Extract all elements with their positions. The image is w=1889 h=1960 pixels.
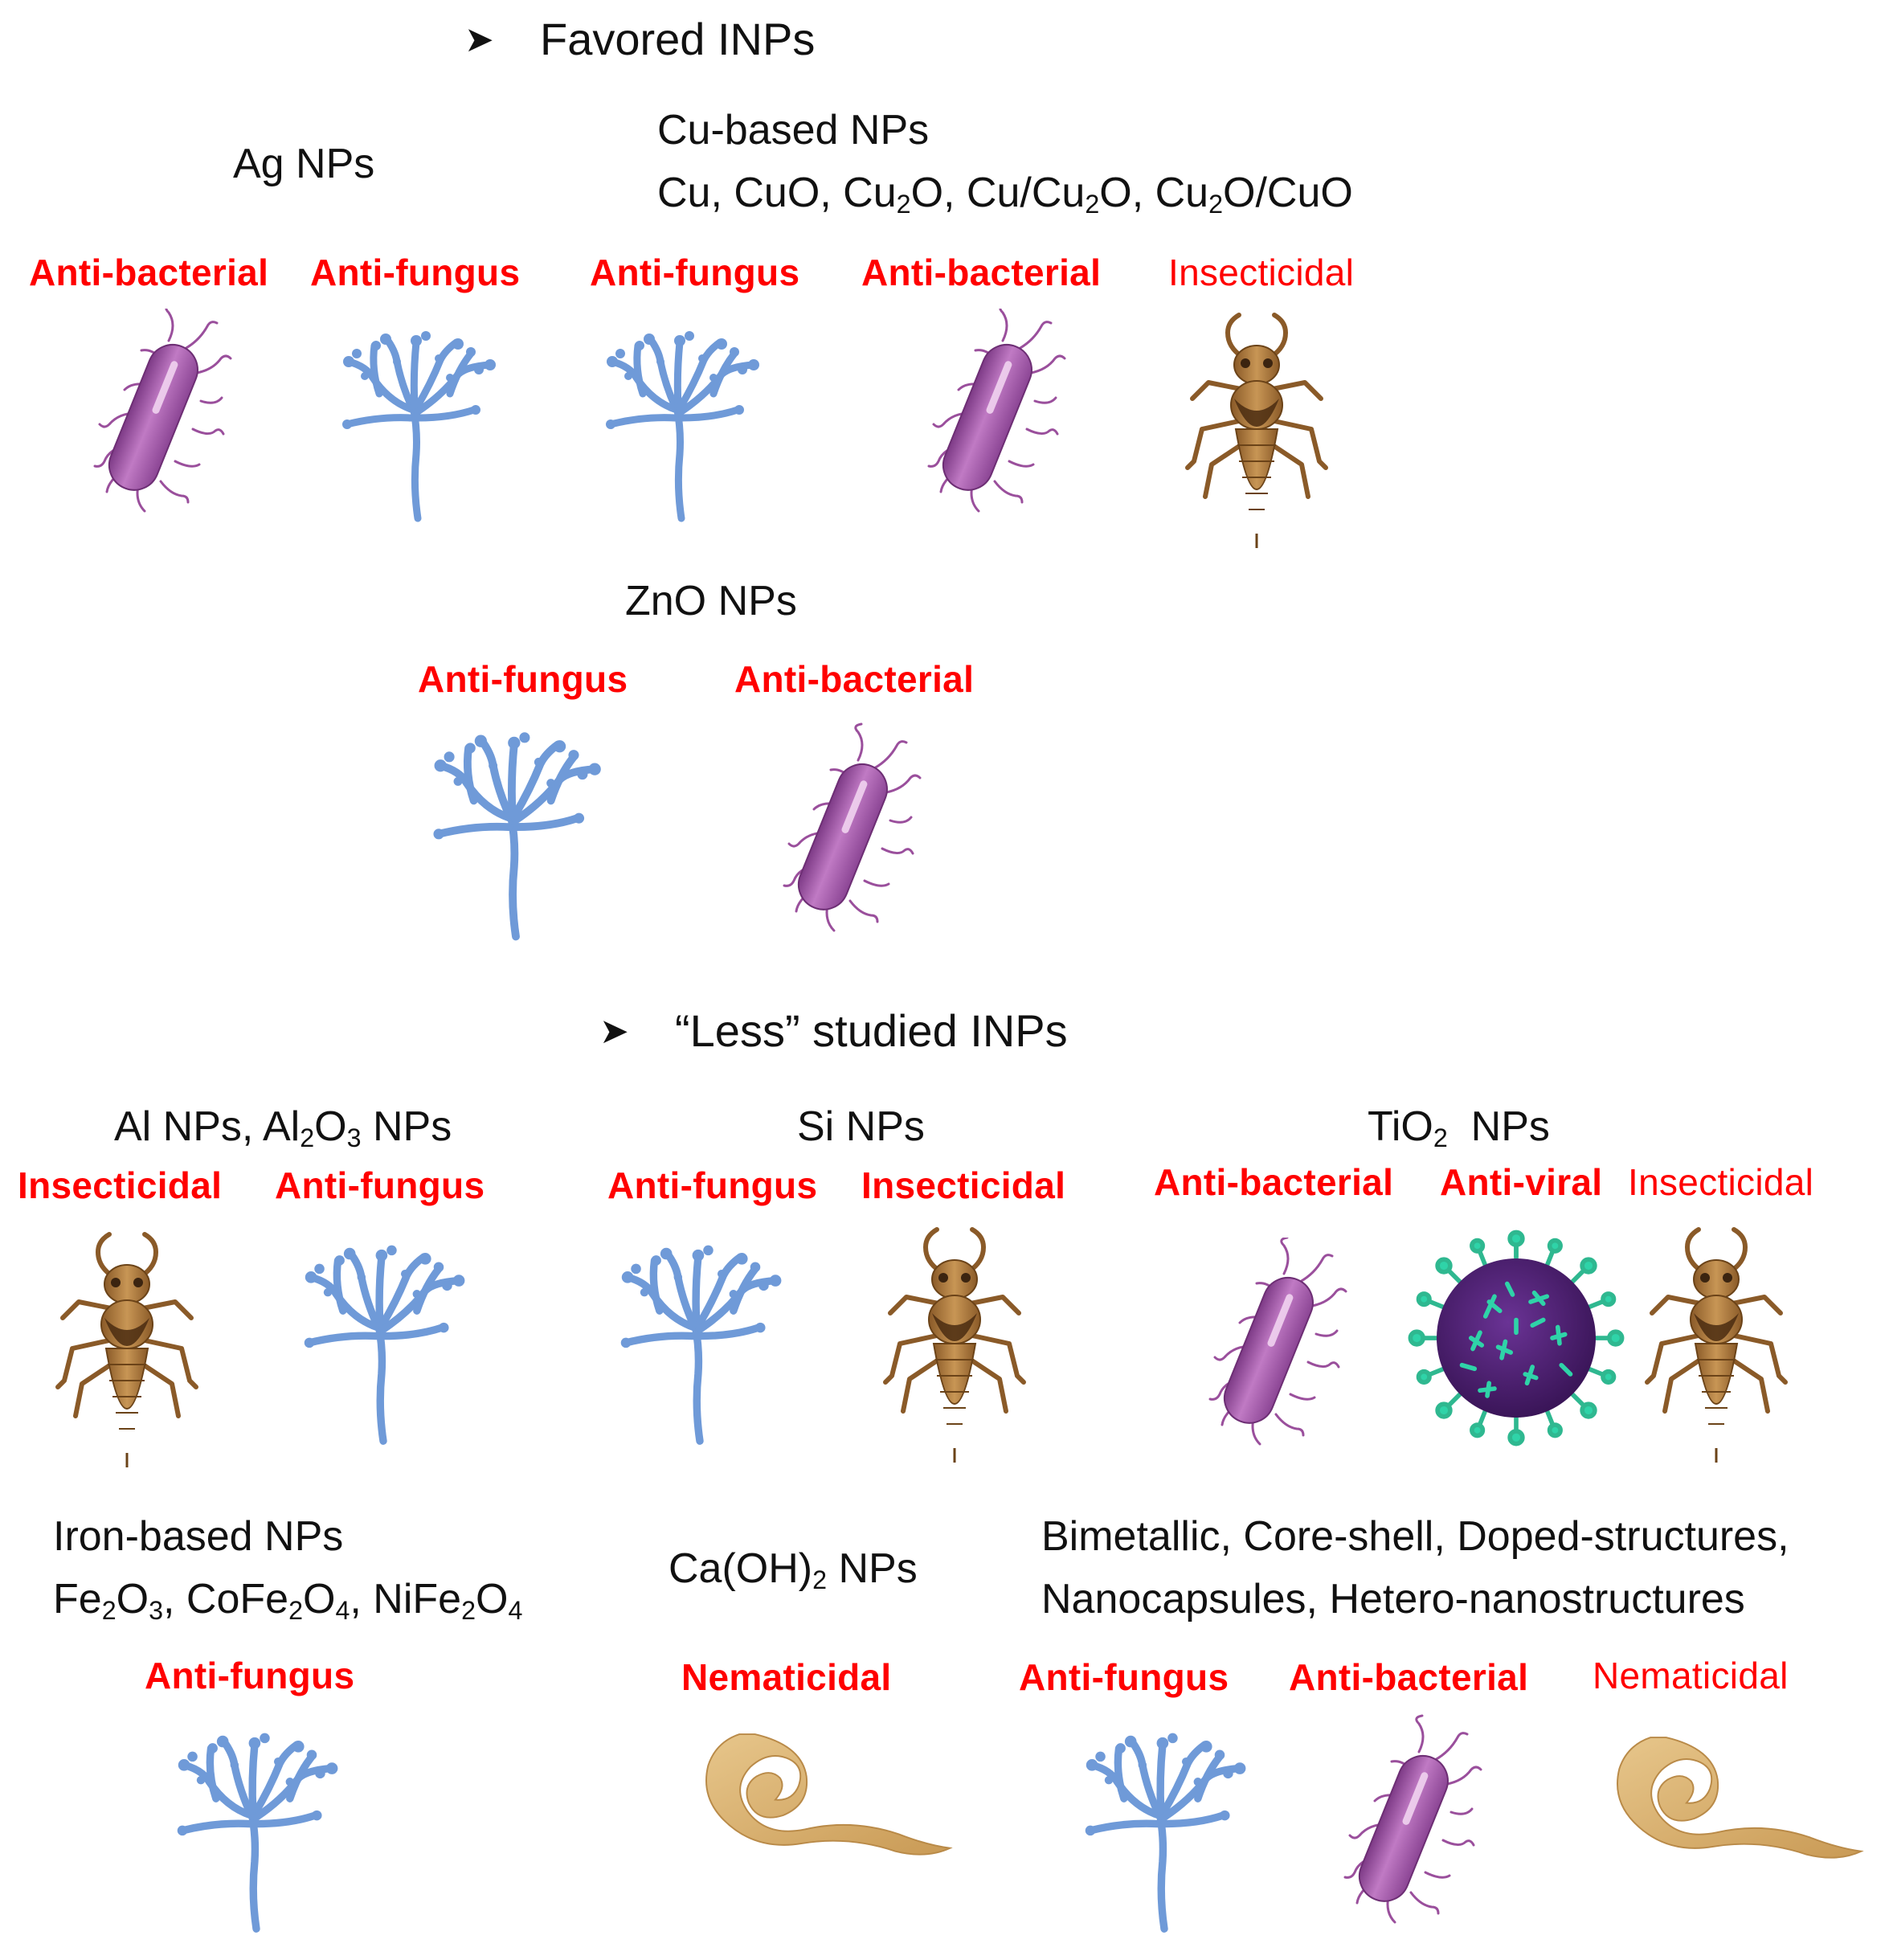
heading-less-text: “Less” studied INPs [675, 1005, 1068, 1056]
insect-icon [47, 1220, 207, 1477]
tio2-nps-title: TiO2 NPs [1368, 1103, 1550, 1153]
insect-icon [1636, 1215, 1797, 1472]
cu-label-insecticidal: Insecticidal [1168, 252, 1355, 293]
heading-favored: ➤ Favored INPs [464, 13, 815, 65]
insect-icon [1176, 301, 1337, 558]
fungus-icon [291, 1236, 476, 1453]
nematode-icon [693, 1717, 958, 1861]
si-label-antifungus: Anti-fungus [607, 1164, 818, 1206]
zno-nps-title: ZnO NPs [625, 578, 797, 624]
bacterium-icon [906, 309, 1067, 518]
tio2-label-insecticidal: Insecticidal [1628, 1161, 1814, 1203]
caoh2-label-nematicidal: Nematicidal [681, 1656, 892, 1698]
tio2-label-antiviral: Anti-viral [1440, 1161, 1603, 1203]
bacterium-icon [1188, 1238, 1348, 1455]
iron-label-antifungus: Anti-fungus [145, 1655, 355, 1696]
fungus-icon [1072, 1720, 1257, 1945]
virus-icon [1408, 1230, 1625, 1446]
ag-nps-title: Ag NPs [233, 141, 375, 187]
insect-icon [874, 1215, 1035, 1472]
ag-label-antibacterial: Anti-bacterial [29, 252, 269, 293]
iron-nps-subtitle: Fe2O3, CoFe2O4, NiFe2O4 [53, 1576, 523, 1626]
cu-label-antifungus: Anti-fungus [590, 252, 800, 293]
tio2-label-antibacterial: Anti-bacterial [1154, 1161, 1394, 1203]
fungus-icon [164, 1720, 349, 1945]
fungus-icon [419, 723, 612, 948]
arrow-bullet-icon: ➤ [599, 1012, 629, 1051]
si-label-insecticidal: Insecticidal [861, 1164, 1066, 1206]
bimetallic-title-line2: Nanocapsules, Hetero-nanostructures [1041, 1576, 1745, 1622]
bacterium-icon [72, 309, 233, 518]
fungus-icon [593, 321, 770, 530]
heading-less: ➤ “Less” studied INPs [599, 1005, 1068, 1057]
iron-nps-title: Iron-based NPs [53, 1513, 344, 1560]
fungus-icon [329, 321, 506, 530]
cu-label-antibacterial: Anti-bacterial [861, 252, 1102, 293]
bacterium-icon [1323, 1704, 1483, 1945]
zno-label-antibacterial: Anti-bacterial [734, 658, 975, 700]
caoh2-nps-title: Ca(OH)2 NPs [669, 1545, 918, 1595]
al-label-antifungus: Anti-fungus [275, 1164, 485, 1206]
zno-label-antifungus: Anti-fungus [418, 658, 628, 700]
bimetallic-title-line1: Bimetallic, Core-shell, Doped-structures… [1041, 1513, 1789, 1560]
cu-nps-subtitle: Cu, CuO, Cu2O, Cu/Cu2O, Cu2O/CuO [657, 170, 1353, 219]
cu-nps-title: Cu-based NPs [657, 107, 930, 153]
arrow-bullet-icon: ➤ [464, 20, 494, 59]
al-nps-title: Al NPs, Al2O3 NPs [114, 1103, 452, 1153]
nematode-icon [1604, 1720, 1869, 1864]
fungus-icon [607, 1236, 792, 1453]
si-nps-title: Si NPs [797, 1103, 925, 1150]
bimetallic-label-nematicidal: Nematicidal [1593, 1655, 1789, 1696]
ag-label-antifungus: Anti-fungus [310, 252, 521, 293]
bimetallic-label-antifungus: Anti-fungus [1019, 1656, 1229, 1698]
heading-favored-text: Favored INPs [540, 14, 816, 64]
al-label-insecticidal: Insecticidal [18, 1164, 223, 1206]
bimetallic-label-antibacterial: Anti-bacterial [1289, 1656, 1529, 1698]
bacterium-icon [762, 720, 922, 945]
